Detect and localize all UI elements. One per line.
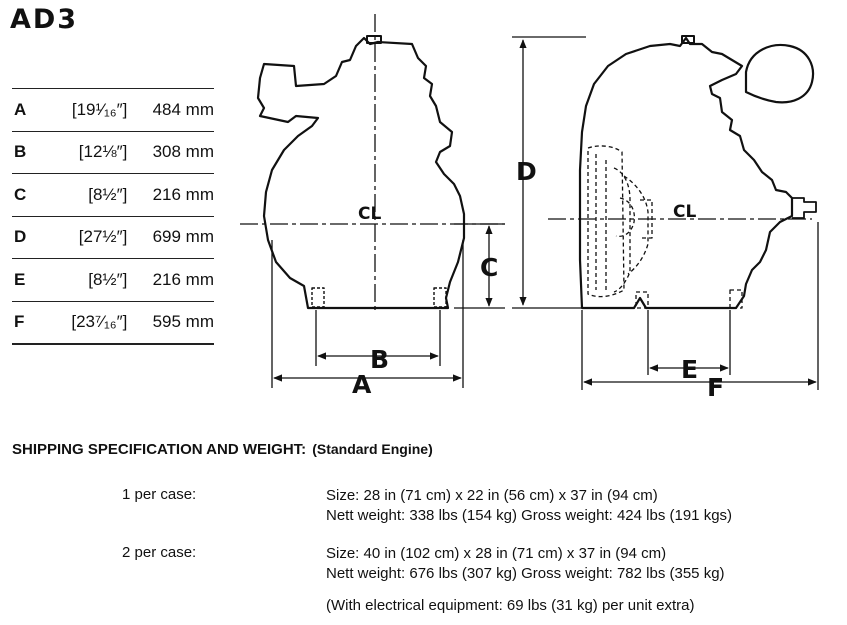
dimension-label-b: B bbox=[370, 345, 389, 374]
dimension-letter: E bbox=[12, 258, 52, 301]
dimension-row: A [19¹⁄₁₆″] 484 mm bbox=[12, 88, 214, 131]
front-view-outline bbox=[256, 36, 466, 310]
shipping-title-text: SHIPPING SPECIFICATION AND WEIGHT: bbox=[12, 441, 307, 458]
shaft-icon bbox=[792, 197, 817, 219]
case-weight: Nett weight: 676 lbs (307 kg) Gross weig… bbox=[326, 565, 725, 582]
dimension-mm: 699 mm bbox=[133, 215, 214, 259]
case-details: Size: 28 in (71 cm) x 22 in (56 cm) x 37… bbox=[326, 486, 732, 526]
engine-drawing: CL A B C bbox=[240, 14, 819, 402]
dimension-inches: [23⁷⁄₁₆″] bbox=[52, 300, 134, 345]
dimension-mm: 484 mm bbox=[133, 88, 214, 131]
case-weight: Nett weight: 338 lbs (154 kg) Gross weig… bbox=[326, 507, 733, 524]
dimension-mm: 595 mm bbox=[133, 300, 214, 345]
case-size: Size: 40 in (102 cm) x 28 in (71 cm) x 3… bbox=[326, 545, 667, 562]
dimension-inches: [8½″] bbox=[52, 173, 134, 216]
side-centerline-label: CL bbox=[673, 202, 696, 222]
dimension-letter: A bbox=[12, 88, 52, 131]
front-centerline-label: CL bbox=[358, 204, 381, 224]
dimension-label-d: D bbox=[516, 157, 537, 186]
electrical-equipment-note: (With electrical equipment: 69 lbs (31 k… bbox=[326, 597, 695, 614]
side-view-cap bbox=[681, 35, 695, 44]
dimension-row: C [8½″] 216 mm bbox=[12, 173, 214, 216]
shipping-title: SHIPPING SPECIFICATION AND WEIGHT: (Stand… bbox=[12, 441, 433, 458]
model-title: AD3 bbox=[10, 4, 79, 35]
dimension-letter: B bbox=[12, 130, 52, 174]
dimension-label-c: C bbox=[480, 253, 498, 282]
dimension-mm: 216 mm bbox=[133, 258, 214, 301]
dimension-inches: [27½″] bbox=[52, 215, 134, 259]
case-label: 2 per case: bbox=[122, 544, 197, 561]
dimension-label-e: E bbox=[681, 355, 698, 384]
side-view-outline bbox=[578, 36, 794, 310]
front-view-bolts bbox=[311, 287, 447, 308]
dimension-letter: C bbox=[12, 173, 52, 216]
dimension-row: F [23⁷⁄₁₆″] 595 mm bbox=[12, 300, 214, 345]
front-view bbox=[256, 35, 466, 310]
dimension-mm: 308 mm bbox=[133, 130, 214, 174]
dimension-row: B [12⅛″] 308 mm bbox=[12, 130, 214, 174]
air-cleaner-icon bbox=[744, 44, 815, 104]
case-label: 1 per case: bbox=[122, 486, 197, 503]
dimension-inches: [8½″] bbox=[52, 258, 134, 301]
dimension-row: E [8½″] 216 mm bbox=[12, 258, 214, 301]
dimension-label-a: A bbox=[352, 370, 372, 399]
shipping-subtitle: (Standard Engine) bbox=[312, 441, 433, 457]
dimension-letter: F bbox=[12, 300, 52, 345]
dimension-mm: 216 mm bbox=[133, 173, 214, 216]
front-view-dimensions bbox=[271, 223, 505, 388]
dimension-label-f: F bbox=[707, 373, 724, 402]
side-view bbox=[578, 35, 817, 310]
dimension-inches: [19¹⁄₁₆″] bbox=[52, 88, 134, 131]
flywheel-housing-hidden-lines bbox=[587, 145, 743, 309]
case-size: Size: 28 in (71 cm) x 22 in (56 cm) x 37… bbox=[326, 487, 658, 504]
dimension-row: D [27½″] 699 mm bbox=[12, 215, 214, 259]
side-view-dimensions bbox=[512, 36, 819, 390]
front-view-cap bbox=[366, 35, 382, 44]
dimension-table: A [19¹⁄₁₆″] 484 mm B [12⅛″] 308 mm C [8½… bbox=[12, 88, 214, 345]
dimension-letter: D bbox=[12, 215, 52, 259]
dimension-inches: [12⅛″] bbox=[52, 130, 134, 174]
case-details: Size: 40 in (102 cm) x 28 in (71 cm) x 3… bbox=[326, 544, 725, 584]
